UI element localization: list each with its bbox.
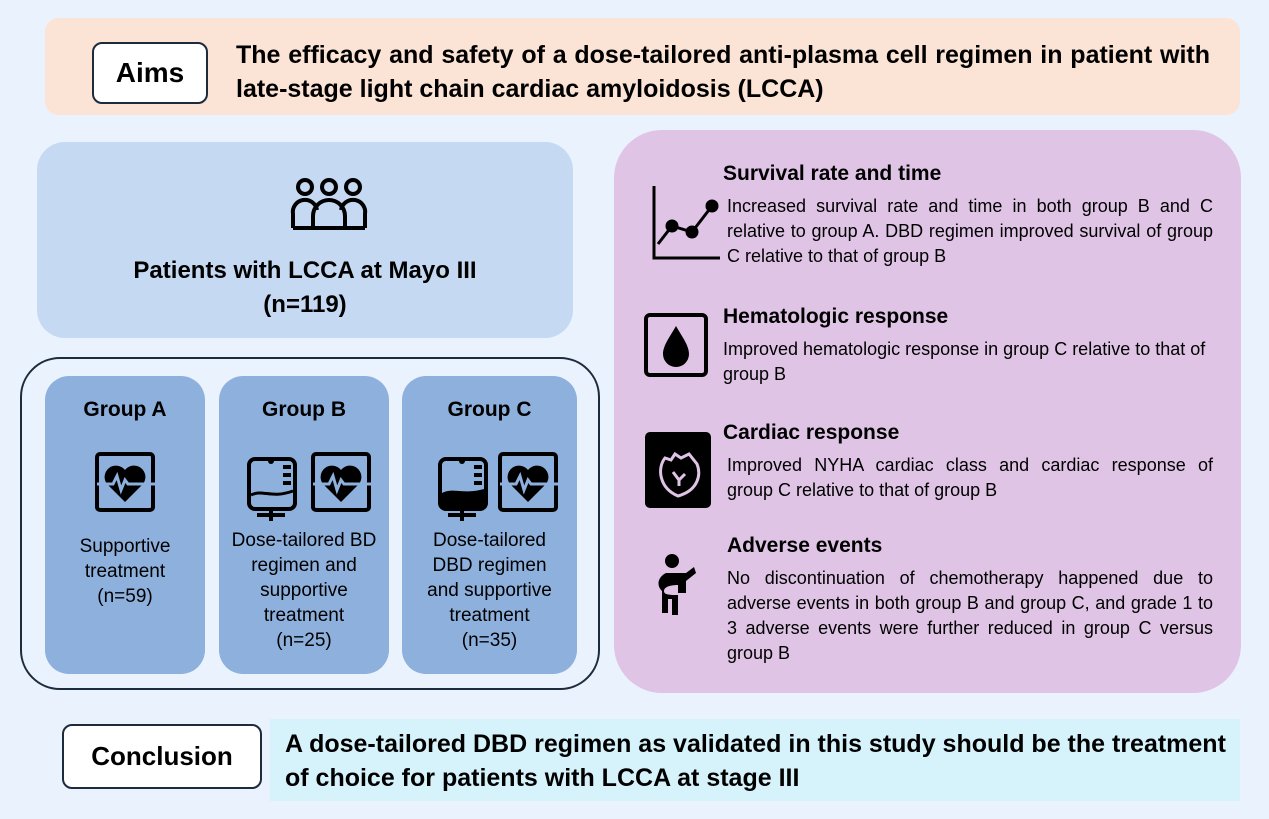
outcome-text: Improved NYHA cardiac class and cardiac … [727,455,1213,500]
patients-box: Patients with LCCA at Mayo III (n=119) [37,142,573,338]
aims-label: Aims [92,42,208,104]
group-b-desc: Dose-tailored BD regimen and supportive … [231,530,377,626]
group-b-card: Group B Dose-tailored BD regimen and sup… [219,376,389,674]
patients-title-block: Patients with LCCA at Mayo III (n=119) [37,254,573,322]
outcomes-panel [614,130,1241,693]
patients-count: (n=119) [263,291,347,318]
heart-organ-icon [645,432,711,508]
group-a-count: (n=59) [97,586,153,607]
group-b-title: Group B [262,398,346,421]
outcome-survival: Survival rate and time Increased surviva… [723,162,1213,269]
outcome-adverse: Adverse events No discontinuation of che… [723,534,1213,666]
conclusion-banner [270,719,1240,801]
outcome-hematologic: Hematologic response Improved hematologi… [723,305,1213,387]
group-a-desc: Supportive treatment [79,536,171,582]
aims-text: The efficacy and safety of a dose-tailor… [236,41,1210,103]
outcome-text: No discontinuation of chemotherapy happe… [727,568,1213,663]
line-chart-icon [652,186,720,260]
group-c-card: Group C Dose-tailored DBD regimen and su… [402,376,577,674]
group-a-title: Group A [83,398,167,421]
outcome-text: Increased survival rate and time in both… [727,196,1213,266]
groups-container [20,357,600,690]
outcome-cardiac: Cardiac response Improved NYHA cardiac c… [723,421,1213,503]
group-c-desc: Dose-tailored DBD regimen and supportive… [427,530,552,626]
heart-monitor-icon [311,452,371,512]
outcome-title: Cardiac response [723,421,900,444]
conclusion-text: A dose-tailored DBD regimen as validated… [285,730,1226,792]
group-c-title: Group C [447,398,532,421]
aims-banner [45,18,1240,115]
group-c-count: (n=35) [461,630,518,651]
outcome-title: Hematologic response [723,305,949,328]
outcome-text: Improved hematologic response in group C… [723,339,1206,384]
group-b-count: (n=25) [276,630,332,651]
conclusion-label: Conclusion [62,724,262,789]
sick-person-icon [658,554,696,615]
heart-monitor-icon [95,452,155,512]
people-group-icon [290,178,368,230]
outcome-title: Adverse events [727,534,883,557]
iv-bag-icon [247,456,297,523]
outcome-title: Survival rate and time [723,162,942,185]
group-a-card: Group A Supportive treatment (n=59) [45,376,205,674]
iv-bag-filled-icon [438,456,488,523]
patients-title: Patients with LCCA at Mayo III [133,257,477,284]
blood-drop-icon [644,313,708,377]
heart-monitor-icon [498,452,558,512]
